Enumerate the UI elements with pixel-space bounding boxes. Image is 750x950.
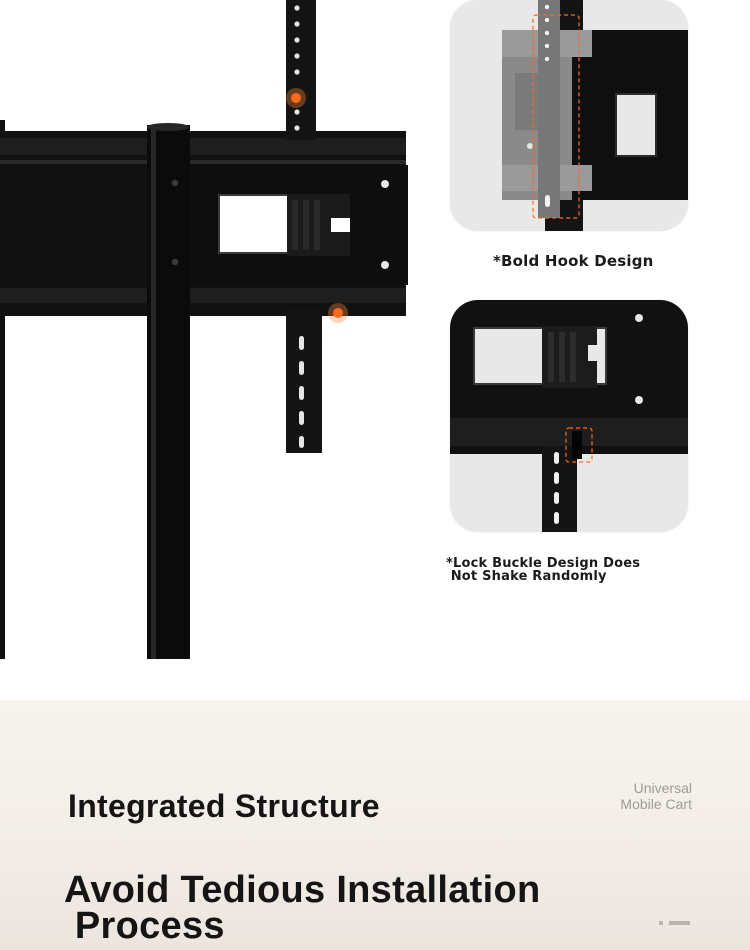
- hook-caption: *Bold Hook Design: [493, 252, 654, 270]
- lock-detail-image: [450, 300, 688, 532]
- product-photo-section: *Bold Hook Design: [0, 0, 688, 659]
- hook-highlight-dot-icon: [291, 93, 301, 103]
- vertical-bracket-strip: [286, 0, 322, 453]
- vertical-main-pole: [147, 123, 190, 659]
- brand-tag: Universal Mobile Cart: [620, 780, 692, 812]
- lock-highlight-dot-icon: [333, 308, 343, 318]
- hook-dashed-outline-icon: [532, 14, 580, 219]
- slide-indicator-dot: [659, 921, 663, 925]
- tv-mount-illustration: [0, 0, 408, 659]
- feature-subheadline: Avoid Tedious Installation Process: [64, 869, 541, 947]
- feature-banner: Integrated Structure Avoid Tedious Insta…: [0, 700, 750, 950]
- left-edge-pole: [0, 120, 5, 659]
- lock-dashed-outline-icon: [565, 427, 593, 463]
- lock-caption: *Lock Buckle Design Does Not Shake Rando…: [446, 556, 641, 584]
- slide-indicator: [659, 920, 691, 925]
- slide-indicator-active-bar: [669, 921, 690, 925]
- hook-detail-card: [450, 0, 688, 231]
- hook-detail-image: [450, 0, 688, 231]
- feature-headline: Integrated Structure: [68, 788, 380, 824]
- mounting-plate: [187, 165, 408, 285]
- lock-detail-card: [450, 300, 688, 532]
